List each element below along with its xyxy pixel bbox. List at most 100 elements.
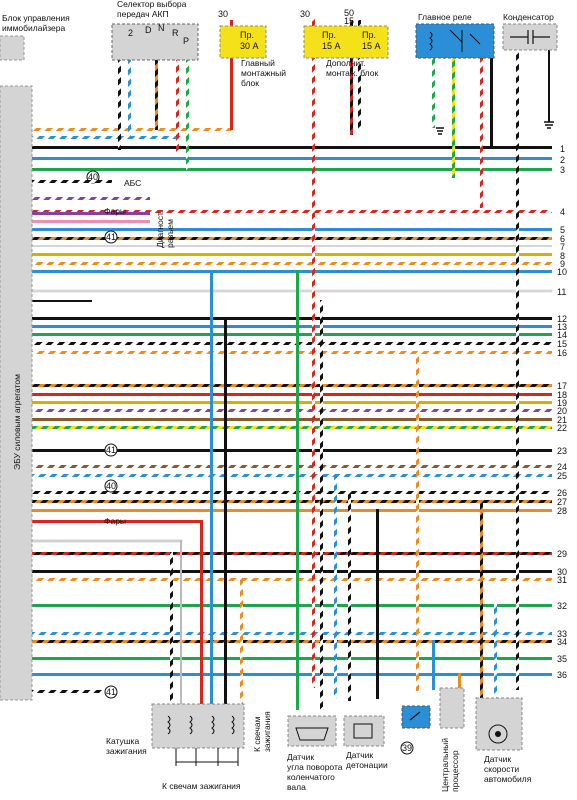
selector-label: Селектор выбора передач АКП — [117, 0, 189, 19]
svg-text:13: 13 — [557, 322, 567, 332]
svg-text:40: 40 — [88, 172, 98, 182]
selector-pins: 2 D N R P — [128, 23, 189, 46]
svg-text:50: 50 — [344, 8, 354, 18]
svg-text:27: 27 — [557, 497, 567, 507]
svg-text:31: 31 — [557, 575, 567, 585]
cpu-label: Центральный процессор — [440, 736, 460, 792]
svg-text:39: 39 — [402, 743, 412, 753]
svg-text:22: 22 — [557, 423, 567, 433]
svg-text:15: 15 — [557, 339, 567, 349]
svg-text:12: 12 — [557, 314, 567, 324]
crank-wheel-icon — [295, 727, 329, 741]
main-relay-block — [415, 23, 495, 59]
svg-text:Пр.15 А: Пр.15 А — [362, 30, 381, 51]
svg-text:2: 2 — [128, 28, 133, 38]
svg-text:11: 11 — [557, 287, 566, 297]
svg-text:41: 41 — [106, 232, 116, 242]
selector-block — [111, 23, 199, 61]
knock-sensor-label: Датчик детонации — [346, 750, 388, 770]
knock-element-icon — [353, 723, 373, 739]
ecu-panel — [0, 85, 33, 701]
speed-sensor-icon — [488, 724, 508, 744]
spark-plugs-right-label: К свечам зажигания — [252, 711, 272, 752]
switch-contact-icon — [409, 711, 421, 721]
svg-text:2: 2 — [560, 155, 565, 165]
capacitor-icon — [510, 30, 550, 44]
svg-text:R: R — [172, 28, 179, 38]
main-block-label: Главный монтажный блок — [241, 58, 288, 88]
cpu-block — [439, 687, 465, 729]
blue-switch-block — [401, 705, 431, 729]
ignition-coil-block — [151, 703, 245, 749]
ground-icon — [436, 121, 554, 135]
svg-text:9: 9 — [560, 259, 565, 269]
svg-text:15: 15 — [344, 16, 354, 26]
speed-sensor-label: Датчик скорости автомобиля — [484, 754, 532, 784]
svg-text:3: 3 — [560, 165, 565, 175]
spark-arrows-icon — [175, 748, 239, 766]
abs-wire — [32, 180, 112, 183]
svg-text:6: 6 — [560, 234, 565, 244]
ref-41-diag: 41 — [104, 230, 118, 244]
svg-text:Пр.30 А: Пр.30 А — [240, 30, 259, 51]
spark-plugs-bottom-label: К свечам зажигания — [162, 781, 241, 791]
svg-text:33: 33 — [557, 629, 567, 639]
ignition-coil-label: Катушка зажигания — [106, 736, 147, 756]
immobilizer-label: Блок управления иммобилайзера — [2, 13, 72, 33]
aux-block-label: Дополнит. монтаж. блок — [326, 58, 378, 78]
svg-text:21: 21 — [557, 415, 567, 425]
svg-text:30: 30 — [557, 567, 567, 577]
svg-text:25: 25 — [557, 471, 567, 481]
svg-text:4: 4 — [560, 207, 565, 217]
svg-text:10: 10 — [557, 267, 567, 277]
fuse-2: 30 Пр.15 А — [300, 9, 389, 59]
svg-text:20: 20 — [557, 406, 567, 416]
headlights-label-2: Фары — [104, 516, 126, 526]
headlights-label: Фары — [104, 206, 126, 216]
crank-sensor-label: Датчик угла поворота коленчатого вала — [287, 752, 345, 792]
svg-text:41: 41 — [106, 687, 116, 697]
diag-connector-label: Диагност. разъем — [155, 208, 175, 248]
svg-text:7: 7 — [560, 242, 565, 252]
svg-text:34: 34 — [557, 637, 567, 647]
knock-sensor-block — [343, 715, 385, 747]
ref-40-mid: 40 — [104, 479, 118, 493]
svg-text:14: 14 — [557, 330, 567, 340]
svg-text:17: 17 — [557, 381, 567, 391]
svg-text:41: 41 — [106, 445, 116, 455]
svg-text:18: 18 — [557, 390, 567, 400]
crank-sensor-block — [287, 715, 337, 747]
ref-41-wire — [32, 690, 102, 693]
svg-text:30: 30 — [300, 9, 310, 19]
fuse-3: 50 15 Пр.15 А — [344, 8, 381, 51]
svg-text:29: 29 — [557, 549, 567, 559]
svg-text:26: 26 — [557, 488, 567, 498]
svg-text:N: N — [158, 23, 165, 33]
svg-text:36: 36 — [557, 670, 567, 680]
svg-text:Пр.15 А: Пр.15 А — [322, 30, 341, 51]
ref-39: 39 — [400, 741, 414, 755]
svg-text:16: 16 — [557, 348, 567, 358]
svg-text:19: 19 — [557, 398, 567, 408]
ref-41-mid: 41 — [104, 443, 118, 457]
capacitor-label: Конденсатор — [503, 12, 554, 22]
svg-text:1: 1 — [560, 144, 565, 154]
relay-coil-icon — [429, 29, 481, 52]
abs-label: АБС — [124, 178, 141, 188]
svg-text:32: 32 — [557, 601, 567, 611]
svg-text:40: 40 — [106, 481, 116, 491]
coil-windings-icon — [167, 715, 235, 735]
svg-text:8: 8 — [560, 251, 565, 261]
speed-sensor-block — [475, 697, 523, 751]
svg-text:30: 30 — [218, 9, 228, 19]
svg-text:35: 35 — [557, 654, 567, 664]
ecu-label: ЭБУ силовым агрегатом — [12, 374, 22, 470]
wire-numbers: 1 2 3 4 5 6 7 8 9 10 11 12 13 14 15 16 1… — [557, 144, 567, 680]
svg-text:5: 5 — [560, 225, 565, 235]
fuse-1: 30 Пр.30 А — [218, 9, 267, 59]
svg-text:28: 28 — [557, 506, 567, 516]
svg-text:24: 24 — [557, 462, 567, 472]
svg-text:D: D — [145, 25, 152, 35]
main-relay-label: Главное реле — [418, 12, 472, 22]
